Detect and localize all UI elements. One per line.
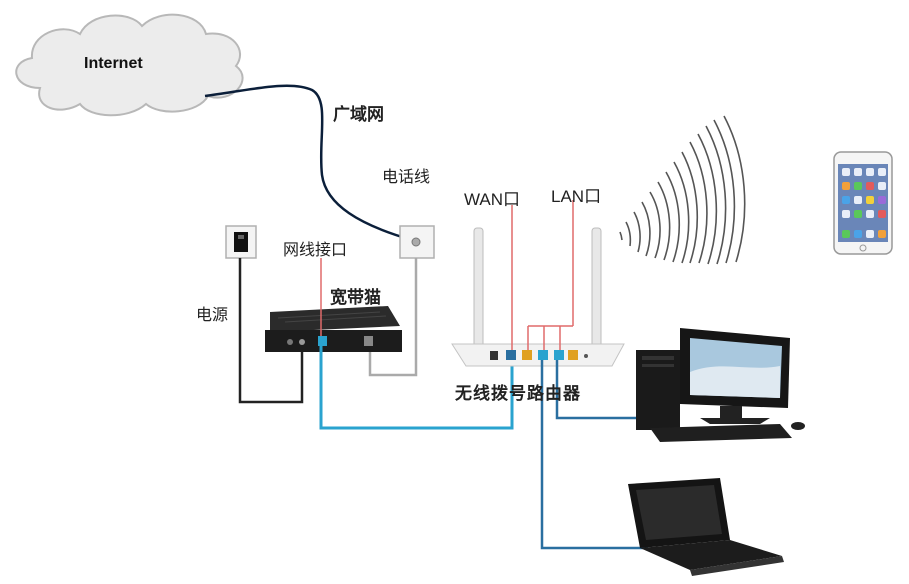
desktop-computer-icon [636, 328, 805, 442]
wall-socket-icon [225, 225, 257, 259]
smartphone-icon [833, 151, 893, 255]
lan-cable-laptop [540, 360, 648, 550]
modem-icon [265, 306, 402, 352]
phone-jack-icon [399, 225, 435, 259]
lan-cable-desktop [555, 360, 652, 420]
wan-port-label: WAN口 [464, 190, 521, 209]
wan-ethernet-cable [319, 346, 514, 430]
laptop-icon [628, 478, 784, 576]
power-label: 电源 [196, 305, 229, 324]
modem-label: 宽带猫 [330, 288, 381, 308]
internet-label: Internet [84, 55, 143, 72]
lan-port-label: LAN口 [551, 187, 602, 206]
lan-port-pointer [527, 200, 574, 350]
router-label: 无线拨号路由器 [455, 384, 581, 404]
phone-cable [204, 84, 413, 242]
network-port-label: 网线接口 [283, 240, 348, 259]
router-icon [451, 227, 625, 367]
phone-line-label: 电话线 [382, 167, 431, 186]
power-cable [238, 258, 304, 404]
cloud-icon [15, 13, 244, 117]
wifi-signal-icon [619, 115, 746, 265]
modem-phone-cable [368, 258, 418, 377]
wan-network-label: 广域网 [333, 105, 384, 125]
